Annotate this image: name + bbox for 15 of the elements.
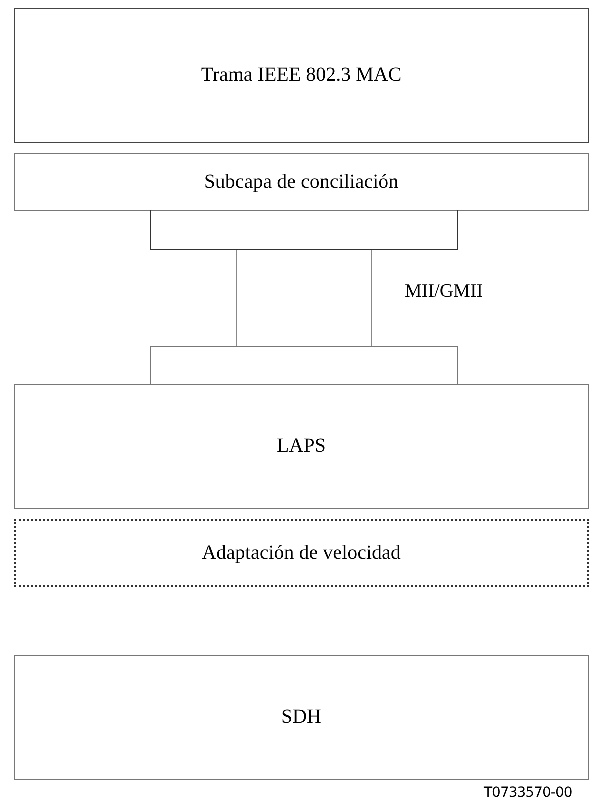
layer-label: Adaptación de velocidad bbox=[202, 540, 401, 566]
layer-label: LAPS bbox=[277, 434, 326, 459]
layer-box bbox=[14, 8, 589, 143]
figure-id: T0733570-00 bbox=[484, 784, 572, 803]
layer-label: SDH bbox=[281, 705, 322, 730]
interface-connector bbox=[236, 250, 372, 346]
layer-label: Trama IEEE 802.3 MAC bbox=[201, 63, 402, 88]
layer-box bbox=[14, 655, 589, 780]
optional-layer-box bbox=[14, 519, 589, 587]
layer-box bbox=[14, 153, 589, 211]
layer-box bbox=[14, 384, 589, 509]
layer-label: Subcapa de conciliación bbox=[204, 170, 399, 194]
interface-connector bbox=[150, 210, 458, 250]
interface-label: MII/GMII bbox=[405, 280, 484, 304]
interface-connector bbox=[150, 346, 458, 385]
